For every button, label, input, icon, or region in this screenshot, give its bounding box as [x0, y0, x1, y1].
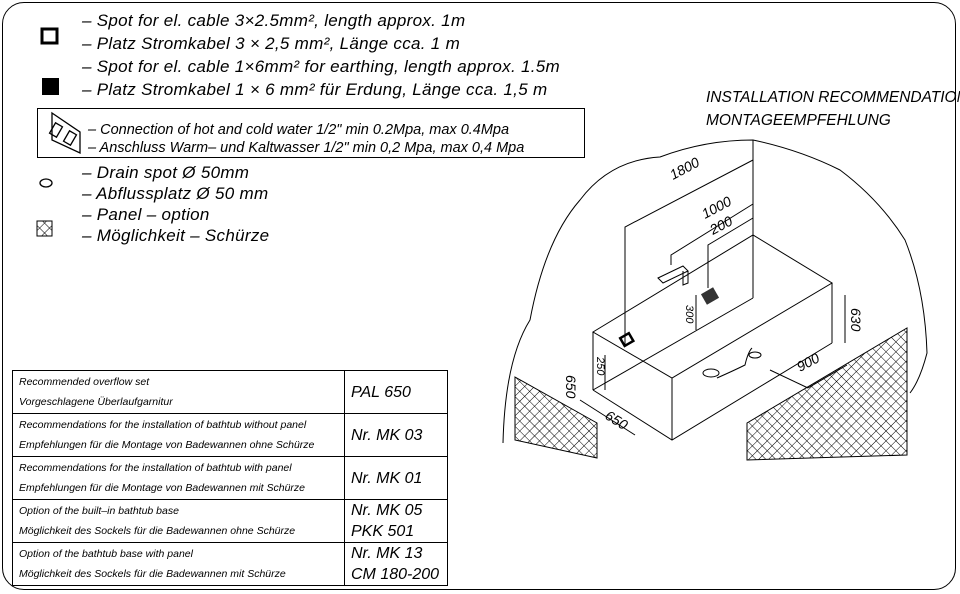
title-de: MONTAGEEMPFEHLUNG: [706, 112, 891, 129]
cable-1x6-icon: [42, 78, 59, 95]
water-legend-box: [37, 108, 585, 158]
row-code: Nr. MK 05: [351, 502, 423, 519]
legend-panel-de: – Möglichkeit – Schürze: [82, 226, 270, 245]
wall-outline: [502, 139, 928, 444]
drain-icon: [39, 178, 53, 188]
water-spot-icon: [700, 287, 720, 305]
dim-630: 630: [848, 308, 864, 332]
dim-900: 900: [794, 349, 822, 374]
cable-3x25-icon: [40, 27, 59, 45]
panel-left: [514, 376, 598, 459]
table-row: Recommendations for the installation of …: [12, 456, 448, 500]
cable-spot-icon: [618, 331, 636, 348]
row-en: Option of the built–in bathtub base: [19, 505, 179, 517]
water-connection-icon: [48, 111, 81, 155]
legend-cable-3x25-en: – Spot for el. cable 3×2.5mm², length ap…: [82, 11, 466, 30]
legend-panel-en: – Panel – option: [82, 205, 210, 224]
dim-650-height: 650: [563, 375, 579, 399]
dim-300: 300: [683, 305, 695, 324]
row-code-2: PKK 501: [351, 523, 415, 540]
row-de: Möglichkeit des Sockels für die Badewann…: [19, 568, 286, 580]
row-code-2: CM 180-200: [351, 566, 440, 583]
row-de: Empfehlungen für die Montage von Badewan…: [19, 482, 306, 494]
table-row: Recommendations for the installation of …: [12, 413, 448, 457]
bathtub: [579, 159, 848, 441]
row-en: Recommendations for the installation of …: [19, 462, 292, 474]
legend-drain-de: – Abflussplatz Ø 50 mm: [82, 184, 269, 203]
title-en: INSTALLATION RECOMMENDATION: [706, 89, 960, 106]
panel-right: [746, 327, 908, 461]
legend-cable-3x25-de: – Platz Stromkabel 3 × 2,5 mm², Länge cc…: [82, 34, 461, 53]
row-de: Vorgeschlagene Überlaufgarnitur: [19, 396, 173, 408]
row-en: Recommendations for the installation of …: [19, 419, 307, 431]
legend-drain-en: – Drain spot Ø 50mm: [82, 163, 250, 182]
legend-cable-1x6-en: – Spot for el. cable 1×6mm² for earthing…: [82, 57, 561, 76]
row-en: Recommended overflow set: [19, 376, 150, 388]
row-en: Option of the bathtub base with panel: [19, 548, 193, 560]
overflow-set: [702, 347, 762, 379]
row-de: Möglichkeit des Sockels für die Badewann…: [19, 525, 296, 537]
row-code: PAL 650: [351, 383, 411, 401]
dim-250: 250: [594, 356, 606, 376]
panel-icon: [36, 220, 53, 237]
row-code: Nr. MK 13: [351, 545, 423, 562]
dim-1800: 1800: [667, 154, 702, 183]
legend-water-de: – Anschluss Warm– und Kaltwasser 1/2" mi…: [88, 140, 525, 156]
legend-cable-1x6-de: – Platz Stromkabel 1 × 6 mm² für Erdung,…: [82, 80, 548, 99]
legend-water-en: – Connection of hot and cold water 1/2" …: [88, 122, 510, 138]
row-code: Nr. MK 01: [351, 469, 423, 487]
row-de: Empfehlungen für die Montage von Badewan…: [19, 439, 315, 451]
row-code: Nr. MK 03: [351, 426, 423, 444]
